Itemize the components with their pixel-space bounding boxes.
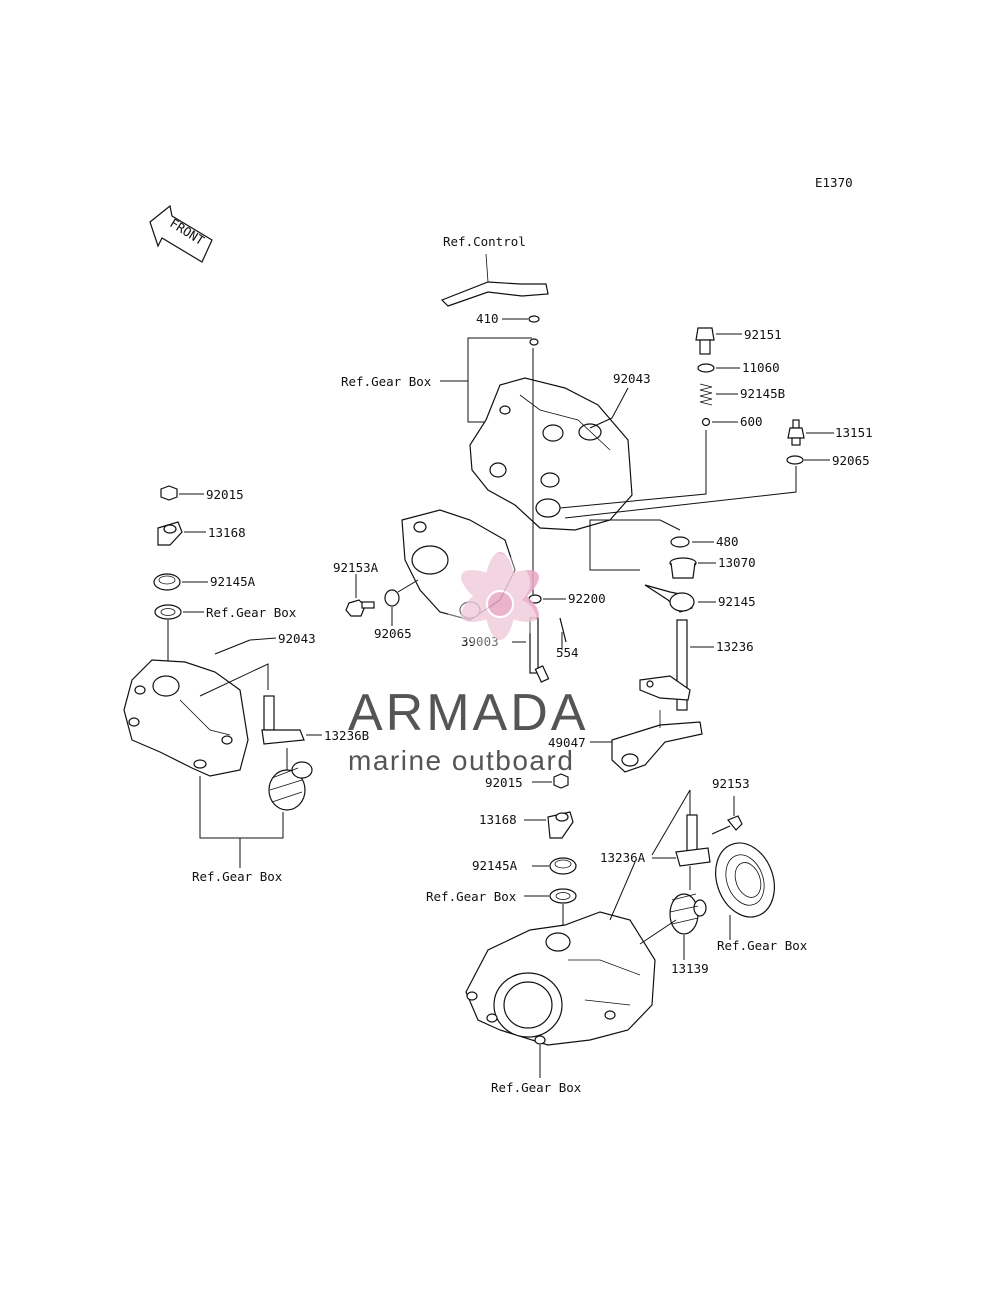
spring-92145A-mid-icon — [549, 857, 577, 875]
label-92043-top: 92043 — [613, 371, 651, 386]
label-92015-mid: 92015 — [485, 775, 523, 790]
oring-480-icon — [670, 536, 690, 548]
washer-92065-left-icon — [384, 589, 400, 607]
label-92151: 92151 — [744, 327, 782, 342]
label-39003: 39003 — [461, 634, 499, 649]
spring-92145-icon — [644, 584, 695, 613]
watermark-logo-icon — [446, 552, 539, 654]
spring-92145A-left-icon — [153, 573, 181, 591]
label-13168-left: 13168 — [208, 525, 246, 540]
label-92153A: 92153A — [333, 560, 379, 575]
lever-13168-mid-icon — [547, 811, 574, 839]
label-92145A-left: 92145A — [210, 574, 256, 589]
washer-92065-right-icon — [786, 455, 804, 465]
watermark-brand: ARMADA — [348, 684, 588, 742]
bushing-13070-icon — [669, 557, 697, 579]
washer-11060-icon — [697, 363, 715, 373]
ball-600-icon — [701, 417, 711, 427]
shaft-13236A-icon — [675, 814, 711, 867]
label-554: 554 — [556, 645, 579, 660]
label-92015-left: 92015 — [206, 487, 244, 502]
label-13139: 13139 — [671, 961, 709, 976]
label-92200: 92200 — [568, 591, 606, 606]
label-ref-gear-box-bottom: Ref.Gear Box — [491, 1080, 582, 1095]
label-11060: 11060 — [742, 360, 780, 375]
label-ref-control: Ref.Control — [443, 234, 526, 249]
front-arrow-icon: FRONT — [149, 204, 213, 263]
shift-shaft-13236-icon — [639, 619, 691, 711]
gear-13139-icon — [669, 893, 707, 935]
lever-39003-icon — [529, 617, 550, 683]
label-92153: 92153 — [712, 776, 750, 791]
label-ref-gear-box-left: Ref.Gear Box — [206, 605, 297, 620]
bearing-right-icon — [715, 842, 775, 918]
bolt-92153A-icon — [345, 599, 375, 617]
nut-92015-mid-icon — [553, 773, 569, 789]
pin-554-icon — [559, 617, 567, 643]
label-ref-gear-box-mid: Ref.Gear Box — [426, 889, 517, 904]
label-13236A: 13236A — [600, 850, 646, 865]
nut-92015-left-icon — [160, 485, 178, 501]
bottom-gearbox-housing-icon — [465, 911, 656, 1046]
washer-icon — [529, 338, 539, 346]
label-13151: 13151 — [835, 425, 873, 440]
label-410: 410 — [476, 311, 499, 326]
label-49047: 49047 — [548, 735, 586, 750]
label-13070: 13070 — [718, 555, 756, 570]
shaft-13236B-icon — [261, 695, 305, 745]
label-600: 600 — [740, 414, 763, 429]
label-13168-mid: 13168 — [479, 812, 517, 827]
control-lever-icon — [440, 253, 549, 307]
diagram-code: E1370 — [815, 175, 853, 190]
washer-410-icon — [528, 315, 540, 323]
label-92065-right: 92065 — [832, 453, 870, 468]
label-92145: 92145 — [718, 594, 756, 609]
bolt-92151-icon — [695, 327, 715, 355]
switch-13151-icon — [787, 419, 805, 446]
upper-gearbox-housing-icon — [469, 377, 633, 531]
lever-13168-left-icon — [157, 521, 183, 546]
spring-92145B-icon — [699, 383, 713, 406]
gear-left-icon — [268, 761, 313, 811]
seal-left-icon — [154, 604, 182, 620]
seal-mid-icon — [549, 888, 577, 904]
label-ref-gear-box-top: Ref.Gear Box — [341, 374, 432, 389]
label-92145B: 92145B — [740, 386, 785, 401]
left-gearbox-housing-icon — [123, 659, 249, 777]
shift-fork-49047-icon — [611, 710, 703, 773]
label-ref-gear-box-right: Ref.Gear Box — [717, 938, 808, 953]
label-480: 480 — [716, 534, 739, 549]
label-ref-gear-box-bottom-left: Ref.Gear Box — [192, 869, 283, 884]
label-92065-left: 92065 — [374, 626, 412, 641]
bolt-92153-icon — [711, 815, 743, 835]
watermark-tagline: marine outboard — [348, 745, 574, 776]
label-13236B: 13236B — [324, 728, 369, 743]
label-13236: 13236 — [716, 639, 754, 654]
label-92145A-mid: 92145A — [472, 858, 518, 873]
label-92043-left: 92043 — [278, 631, 316, 646]
